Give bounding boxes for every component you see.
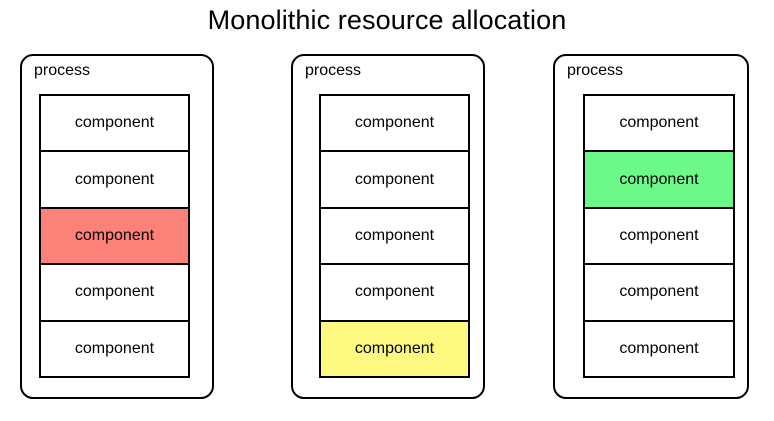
component-box[interactable]: component: [585, 96, 733, 153]
component-box[interactable]: component: [321, 96, 468, 153]
component-box[interactable]: component: [321, 208, 468, 266]
component-stack-1: component component component component …: [39, 94, 190, 378]
process-label: process: [34, 62, 91, 79]
process-label: process: [567, 62, 624, 79]
component-stack-2: component component component component …: [319, 94, 470, 378]
process-box-3: process component component component co…: [553, 54, 749, 399]
process-box-2: process component component component co…: [291, 54, 485, 399]
process-label: process: [305, 62, 362, 79]
component-box-highlighted[interactable]: component: [321, 321, 468, 377]
page-title: Monolithic resource allocation: [207, 5, 567, 35]
component-box[interactable]: component: [41, 265, 188, 322]
component-box[interactable]: component: [321, 152, 468, 209]
component-box[interactable]: component: [585, 265, 733, 322]
component-box[interactable]: component: [321, 265, 468, 322]
component-box[interactable]: component: [41, 152, 188, 209]
component-box[interactable]: component: [585, 321, 733, 377]
process-box-1: process component component component co…: [20, 54, 214, 399]
component-box[interactable]: component: [41, 321, 188, 377]
component-box-highlighted[interactable]: component: [585, 152, 733, 209]
component-stack-3: component component component component …: [583, 94, 735, 378]
component-box[interactable]: component: [41, 96, 188, 153]
component-box[interactable]: component: [585, 208, 733, 266]
component-box-highlighted[interactable]: component: [41, 208, 188, 266]
